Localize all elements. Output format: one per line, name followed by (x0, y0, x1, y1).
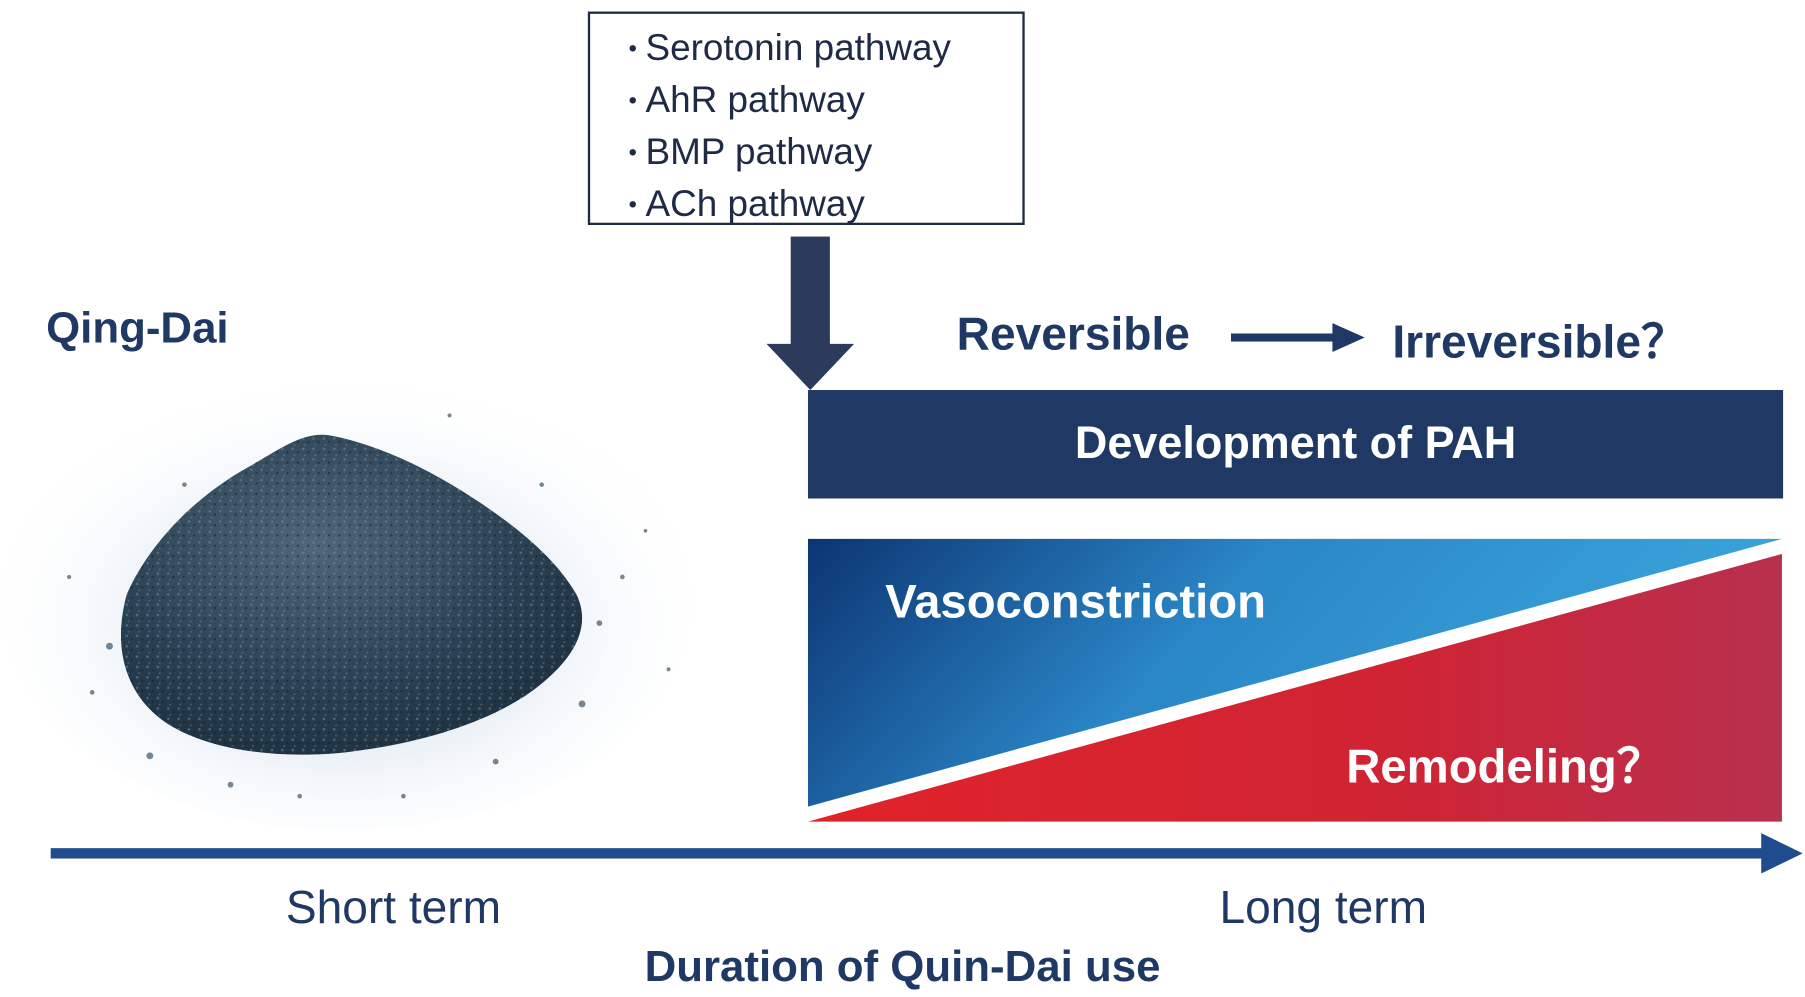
pathway-item: ・AhR pathway (618, 75, 1023, 127)
short-term-label: Short term (285, 882, 502, 934)
pathway-item-label: AhR pathway (645, 78, 865, 121)
bullet-icon: ・ (617, 188, 648, 223)
bullet-icon: ・ (617, 136, 648, 171)
bullet-icon: ・ (617, 32, 648, 67)
pathway-item-label: ACh pathway (645, 182, 865, 224)
pah-development-bar: Development of PAH (807, 390, 1784, 499)
pathway-item: ・Serotonin pathway (618, 23, 1023, 75)
long-term-label: Long term (1219, 882, 1428, 934)
pathway-item: ・ACh pathway (618, 179, 1023, 231)
pathway-list-box: ・Serotonin pathway ・AhR pathway ・BMP pat… (587, 11, 1025, 226)
pathway-item-label: Serotonin pathway (645, 26, 951, 69)
bullet-icon: ・ (617, 84, 648, 119)
reversible-label: Reversible (956, 309, 1190, 361)
down-arrow-icon (766, 236, 855, 391)
pathway-item-label: BMP pathway (645, 130, 873, 172)
timeline-arrow-icon (50, 833, 1803, 874)
substance-label: Qing-Dai (46, 304, 229, 354)
powder-pile-image (0, 369, 692, 831)
pathway-item: ・BMP pathway (618, 127, 1023, 179)
timeline-title: Duration of Quin-Dai use (644, 942, 1161, 992)
vasoconstriction-label: Vasoconstriction (885, 574, 1267, 628)
vasoconstriction-wedge (807, 538, 1782, 807)
right-arrow-icon (1230, 323, 1365, 352)
irreversible-label: Irreversible？ (1392, 317, 1688, 369)
remodeling-label: Remodeling？ (1346, 739, 1664, 793)
pah-development-label: Development of PAH (1074, 418, 1517, 469)
